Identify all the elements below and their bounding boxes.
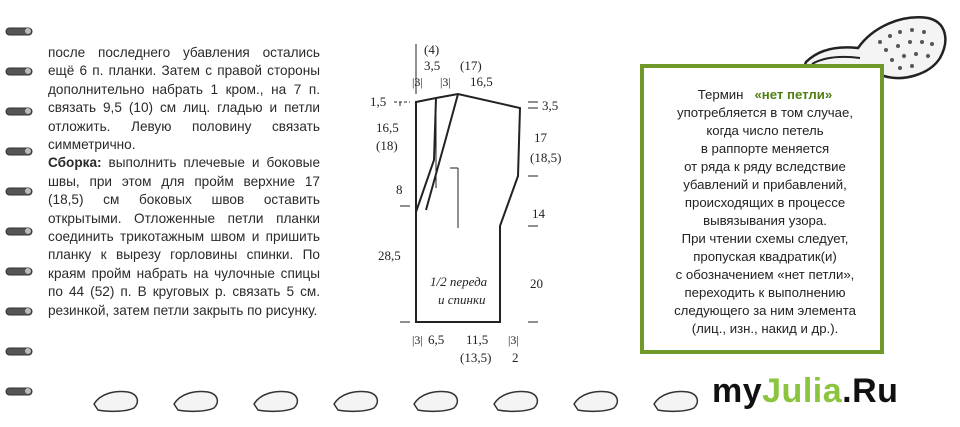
scheme-left-label: (18) <box>376 138 398 153</box>
scheme-right-label: 3,5 <box>542 98 558 113</box>
watermark-part: Julia <box>762 372 843 410</box>
scheme-right-label: (18,5) <box>530 150 561 165</box>
scheme-top-label: 16,5 <box>470 74 493 89</box>
scheme-top-label: 3,5 <box>424 58 440 73</box>
scheme-right-label: 14 <box>532 206 546 221</box>
scheme-caption: и спинки <box>438 292 486 307</box>
scheme-bottom-label: |3| <box>508 333 519 347</box>
definition-line: когда число петель <box>706 123 824 138</box>
footprints-decoration <box>93 390 699 413</box>
spiral-binding-icon <box>5 27 33 396</box>
definition-box: Термин «нет петли» употребляется в том с… <box>640 64 884 354</box>
scheme-left-label: 16,5 <box>376 120 399 135</box>
definition-line: пропуская квадратик(и) <box>693 249 837 264</box>
definition-line: убавлений и прибавлений, <box>683 177 847 192</box>
definition-line: в раппорте меняется <box>700 141 830 156</box>
definition-line: употребляется в том случае, <box>676 105 854 120</box>
definition-line: следующего за ним элемента <box>674 303 856 318</box>
assembly-paragraph: Сборка: выполнить плечевые и боковые швы… <box>48 154 320 320</box>
definition-heading: Термин «нет петли» <box>654 86 876 104</box>
watermark-part: .Ru <box>842 372 899 410</box>
definition-line: происходящих в процессе <box>684 195 846 210</box>
definition-term: «нет петли» <box>754 87 833 102</box>
scheme-top-label: (17) <box>460 58 482 73</box>
assembly-title: Сборка: <box>48 155 102 171</box>
scheme-left-label: 8 <box>396 182 403 197</box>
scheme-caption: 1/2 переда <box>430 274 488 289</box>
scheme-right-label: 17 <box>534 130 548 145</box>
site-watermark: myJulia.Ru <box>712 372 898 411</box>
scheme-bottom-label: 11,5 <box>466 332 488 347</box>
instructions-paragraph-1: после последнего убавления остались ещё … <box>48 45 320 153</box>
scheme-top-label: |3| <box>440 75 451 89</box>
scheme-left-label: 28,5 <box>378 248 401 263</box>
definition-prefix: Термин <box>697 87 744 102</box>
watermark-part: my <box>712 372 763 410</box>
definition-line: (лиц., изн., накид и др.). <box>691 321 839 336</box>
scheme-bottom-label: (13,5) <box>460 350 491 365</box>
scheme-bottom-label: 6,5 <box>428 332 444 347</box>
scheme-right-label: 20 <box>530 276 543 291</box>
definition-line: переходить к выполнению <box>684 285 846 300</box>
instructions-text: после последнего убавления остались ещё … <box>48 44 320 320</box>
definition-text: Термин «нет петли» употребляется в том с… <box>654 86 876 338</box>
scheme-left-label: 1,5 <box>370 94 386 109</box>
definition-line: от ряда к ряду вследствие <box>684 159 846 174</box>
scheme-bottom-label: |3| <box>412 333 423 347</box>
definition-line: вывязывания узора. <box>703 213 827 228</box>
scheme-top-label: (4) <box>424 42 439 57</box>
assembly-text: выполнить плечевые и боковые швы, при эт… <box>48 155 320 318</box>
definition-line: с обозначением «нет петли», <box>675 267 855 282</box>
knitting-scheme: (4) 3,5 (17) |3| |3| 16,5 1,5 16,5 (18) … <box>370 42 561 365</box>
scheme-top-label: |3| <box>412 75 423 89</box>
scheme-bottom-label: 2 <box>512 350 519 365</box>
definition-line: При чтении схемы следует, <box>681 231 849 246</box>
